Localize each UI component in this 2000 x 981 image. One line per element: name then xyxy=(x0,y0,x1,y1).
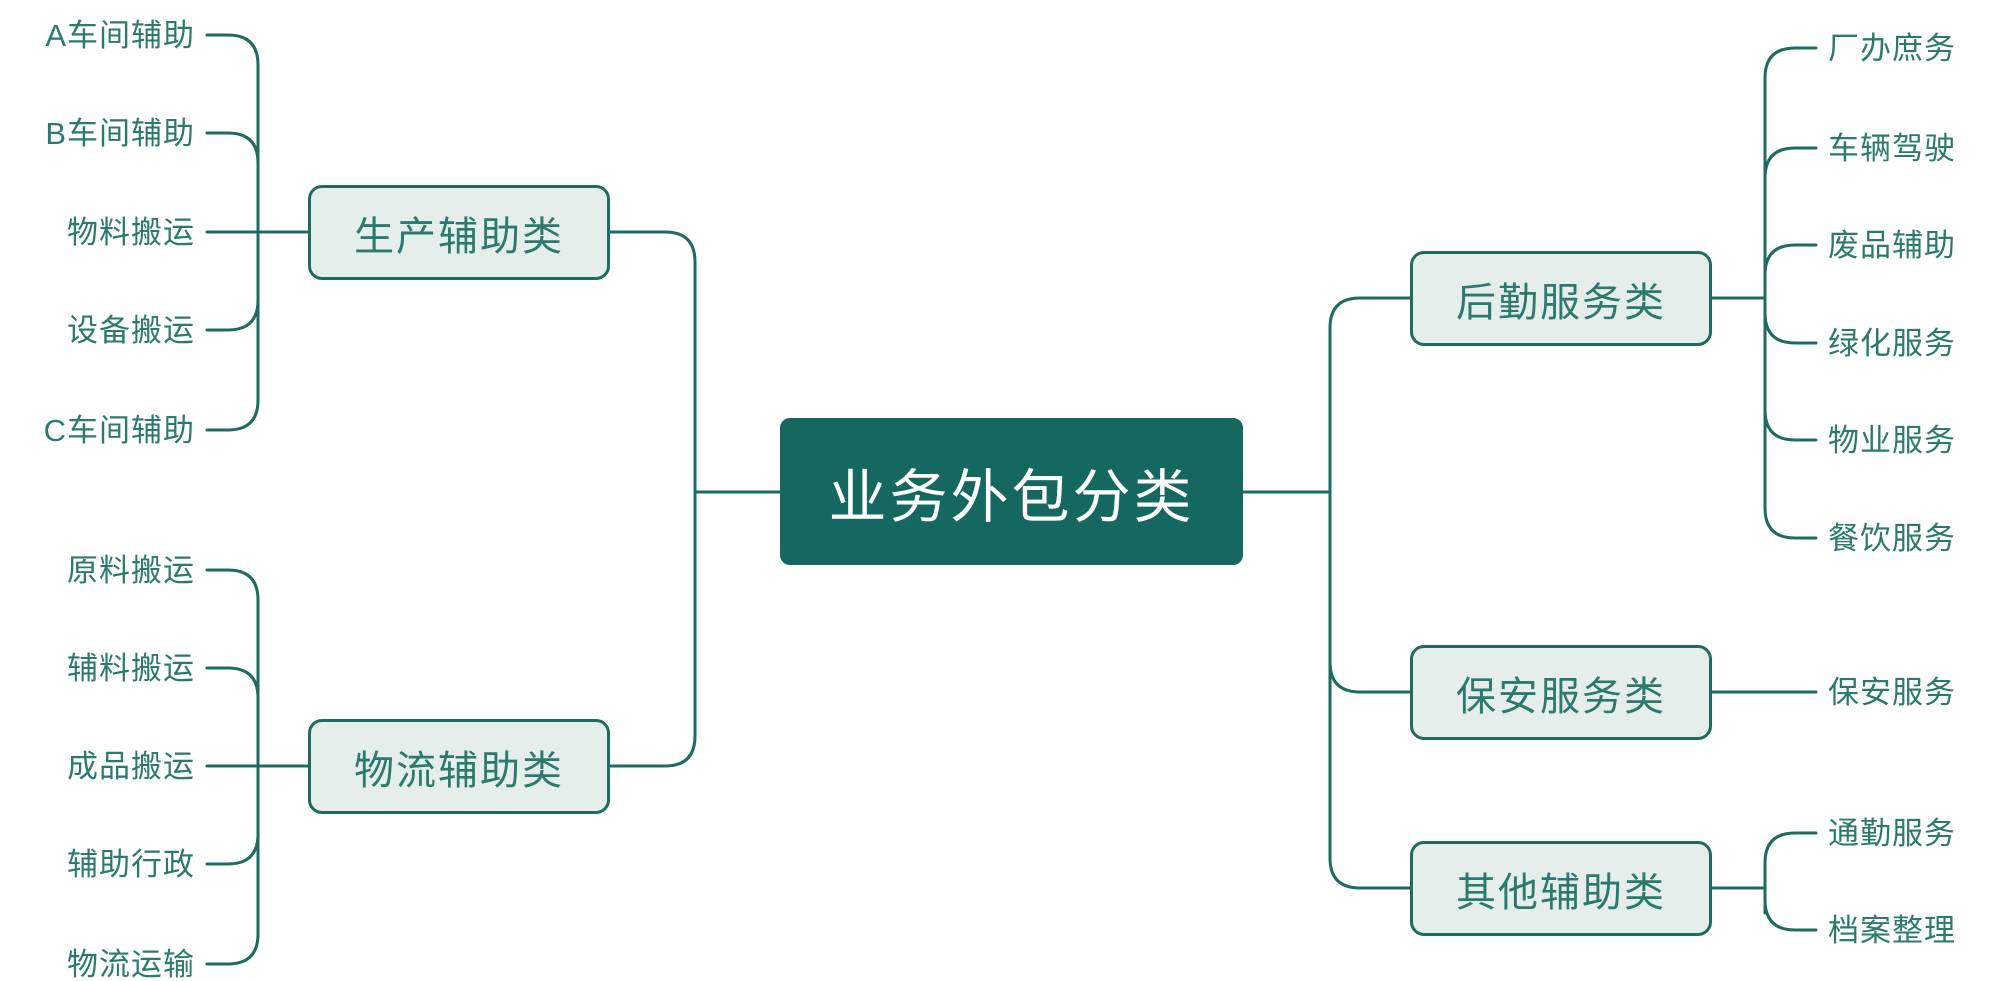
leaf-label[interactable]: 物料搬运 xyxy=(67,215,195,250)
leaf-label[interactable]: 物业服务 xyxy=(1828,423,1956,458)
branch-node-logistics-service[interactable]: 后勤服务类 xyxy=(1410,251,1712,346)
wire-b1-leaf-1 xyxy=(205,33,260,67)
wire-r3-leaf-1 xyxy=(1763,831,1818,865)
wire-b1-leaf-5 xyxy=(205,398,260,432)
leaf-label[interactable]: B车间辅助 xyxy=(45,116,195,151)
wire-right-trunk-mid xyxy=(1328,490,1412,694)
wire-b1-leaf-4 xyxy=(205,298,260,332)
root-node-label: 业务外包分类 xyxy=(828,464,1195,530)
leaf-label[interactable]: 辅料搬运 xyxy=(67,651,195,686)
leaf-label[interactable]: 成品搬运 xyxy=(67,749,195,784)
leaf-label[interactable]: A车间辅助 xyxy=(45,18,195,53)
wire-b2-leaf-4 xyxy=(205,832,260,866)
wire-r3-leaf-2 xyxy=(1763,898,1818,932)
leaf-label[interactable]: 绿化服务 xyxy=(1828,326,1956,361)
branch-node-label: 后勤服务类 xyxy=(1456,280,1666,325)
wire-r1-leaf-1 xyxy=(1763,46,1818,80)
branch-node-logistics-support[interactable]: 物流辅助类 xyxy=(308,719,610,814)
wire-b2-leaf-2 xyxy=(205,666,260,700)
wire-left-trunk xyxy=(608,230,697,494)
wire-r1-leaf-5 xyxy=(1763,408,1818,442)
branch-node-label: 保安服务类 xyxy=(1456,674,1666,719)
wire-right-trunk-up xyxy=(1328,296,1412,494)
leaf-label[interactable]: 废品辅助 xyxy=(1828,228,1956,263)
leaf-label[interactable]: 物流运输 xyxy=(67,947,195,981)
wire-left-trunk-lower xyxy=(608,490,697,768)
wire-b2-leaf-1 xyxy=(205,568,260,602)
leaf-label[interactable]: 厂办庶务 xyxy=(1828,31,1956,66)
leaf-label[interactable]: 辅助行政 xyxy=(67,847,195,882)
branch-node-label: 其他辅助类 xyxy=(1456,870,1666,915)
branch-node-label: 生产辅助类 xyxy=(354,214,564,259)
wire-b2-leaf-5 xyxy=(205,932,260,966)
leaf-label[interactable]: 档案整理 xyxy=(1828,913,1956,948)
branch-node-label: 物流辅助类 xyxy=(354,748,564,793)
leaf-label[interactable]: 通勤服务 xyxy=(1828,816,1956,851)
leaf-label[interactable]: 原料搬运 xyxy=(67,553,195,588)
wire-r1-leaf-3 xyxy=(1763,243,1818,277)
leaf-label[interactable]: 设备搬运 xyxy=(67,313,195,348)
wire-right-trunk-down xyxy=(1328,490,1412,890)
wire-r1-leaf-6 xyxy=(1763,506,1818,540)
leaf-label[interactable]: 车辆驾驶 xyxy=(1828,131,1956,166)
wire-b1-leaf-2 xyxy=(205,131,260,165)
leaf-label[interactable]: 餐饮服务 xyxy=(1828,521,1956,556)
leaf-label[interactable]: C车间辅助 xyxy=(43,413,195,448)
wire-r1-leaf-4 xyxy=(1763,311,1818,345)
wire-r1-leaf-2 xyxy=(1763,146,1818,180)
branch-node-security-service[interactable]: 保安服务类 xyxy=(1410,645,1712,740)
branch-node-other-support[interactable]: 其他辅助类 xyxy=(1410,841,1712,936)
leaf-label[interactable]: 保安服务 xyxy=(1828,675,1956,710)
root-node[interactable]: 业务外包分类 xyxy=(780,418,1243,565)
branch-node-production-support[interactable]: 生产辅助类 xyxy=(308,185,610,280)
